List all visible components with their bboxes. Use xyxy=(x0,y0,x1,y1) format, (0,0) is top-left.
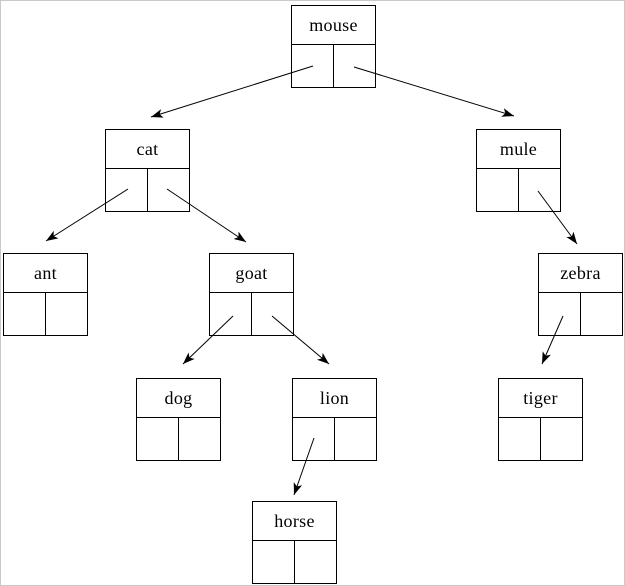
node-horse: horse xyxy=(252,501,337,584)
pointer-cells xyxy=(498,418,583,461)
node-label: goat xyxy=(209,253,294,293)
left-pointer-cell xyxy=(253,541,295,583)
edge-mouse-mule xyxy=(353,66,515,117)
left-pointer-cell xyxy=(539,293,581,335)
node-tiger: tiger xyxy=(498,378,583,461)
pointer-cells xyxy=(3,293,88,336)
left-pointer-cell xyxy=(477,169,519,211)
right-pointer-cell xyxy=(335,418,376,460)
node-label: lion xyxy=(292,378,377,418)
pointer-cells xyxy=(538,293,623,336)
node-label: zebra xyxy=(538,253,623,293)
node-label: mule xyxy=(476,129,561,169)
right-pointer-cell xyxy=(519,169,560,211)
pointer-cells xyxy=(209,293,294,336)
right-pointer-cell xyxy=(179,418,220,460)
right-pointer-cell xyxy=(46,293,87,335)
node-label: horse xyxy=(252,501,337,541)
node-dog: dog xyxy=(136,378,221,461)
node-label: dog xyxy=(136,378,221,418)
pointer-cells xyxy=(291,45,376,88)
left-pointer-cell xyxy=(137,418,179,460)
right-pointer-cell xyxy=(541,418,582,460)
left-pointer-cell xyxy=(499,418,541,460)
node-goat: goat xyxy=(209,253,294,336)
pointer-cells xyxy=(292,418,377,461)
node-zebra: zebra xyxy=(538,253,623,336)
pointer-cells xyxy=(476,169,561,212)
node-label: mouse xyxy=(291,5,376,45)
right-pointer-cell xyxy=(295,541,336,583)
left-pointer-cell xyxy=(293,418,335,460)
left-pointer-cell xyxy=(292,45,334,87)
pointer-cells xyxy=(136,418,221,461)
node-mouse: mouse xyxy=(291,5,376,88)
node-lion: lion xyxy=(292,378,377,461)
left-pointer-cell xyxy=(4,293,46,335)
node-label: cat xyxy=(105,129,190,169)
left-pointer-cell xyxy=(210,293,252,335)
node-ant: ant xyxy=(3,253,88,336)
node-cat: cat xyxy=(105,129,190,212)
pointer-cells xyxy=(252,541,337,584)
right-pointer-cell xyxy=(581,293,622,335)
left-pointer-cell xyxy=(106,169,148,211)
right-pointer-cell xyxy=(334,45,375,87)
right-pointer-cell xyxy=(252,293,293,335)
edge-mouse-cat xyxy=(150,65,314,118)
node-mule: mule xyxy=(476,129,561,212)
node-label: ant xyxy=(3,253,88,293)
right-pointer-cell xyxy=(148,169,189,211)
node-label: tiger xyxy=(498,378,583,418)
pointer-cells xyxy=(105,169,190,212)
